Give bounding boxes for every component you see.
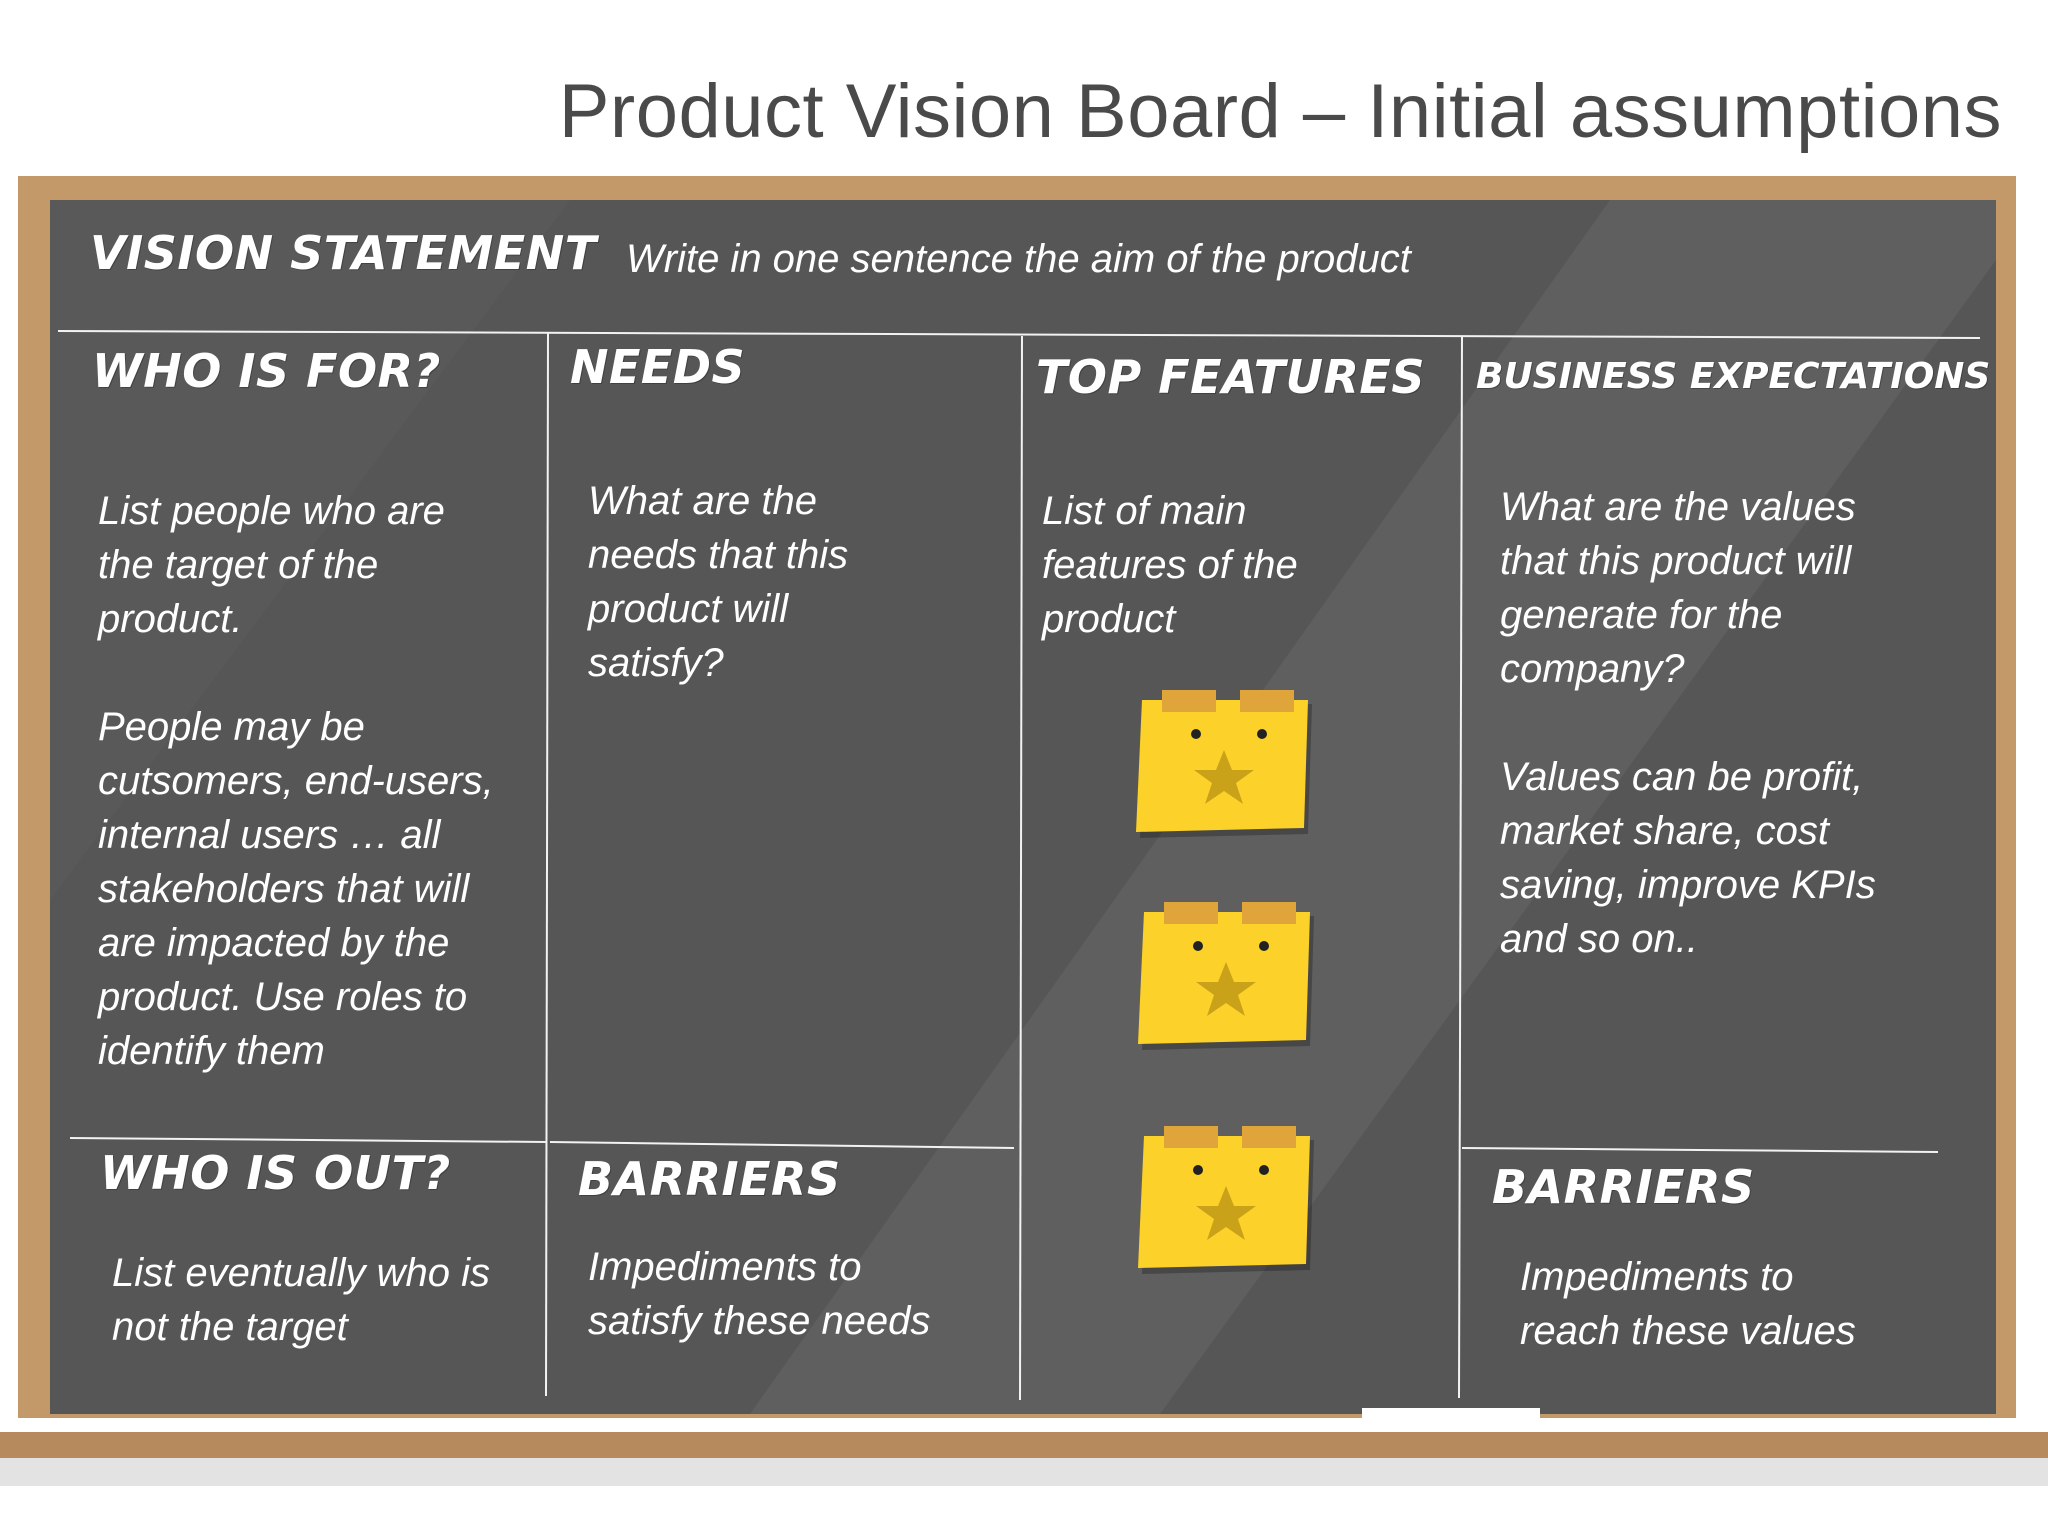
star-icon xyxy=(1196,1186,1256,1240)
business-expectations-heading: BUSINESS EXPECTATIONS xyxy=(1476,356,1991,397)
star-icon xyxy=(1196,962,1256,1016)
chalk-ledge xyxy=(0,1432,2048,1458)
who-is-out-heading: WHO IS OUT? xyxy=(100,1146,451,1200)
barriers-needs-heading: BARRIERS xyxy=(578,1152,841,1206)
business-expectations-text: What are the values that this product wi… xyxy=(1500,485,1876,961)
vision-statement-heading: VISION STATEMENT xyxy=(90,226,597,280)
sticky-note xyxy=(1136,690,1312,838)
chalkboard xyxy=(50,200,1996,1414)
top-features-text: List of main features of the product xyxy=(1042,489,1298,641)
barriers-values-text: Impediments to reach these values xyxy=(1520,1255,1856,1353)
board-sheen xyxy=(750,200,1996,1414)
top-features-heading: TOP FEATURES xyxy=(1036,350,1425,404)
needs-text: What are the needs that this product wil… xyxy=(588,479,849,685)
star-icon xyxy=(1194,750,1254,804)
ledge-shadow xyxy=(0,1458,2048,1486)
vision-statement-text: Write in one sentence the aim of the pro… xyxy=(626,237,1411,281)
chalk-piece xyxy=(1362,1408,1540,1432)
who-is-for-heading: WHO IS FOR? xyxy=(92,344,441,398)
barriers-needs-text: Impediments to satisfy these needs xyxy=(588,1245,931,1343)
page-title: Product Vision Board – Initial assumptio… xyxy=(558,69,2002,154)
who-is-for-text: List people who are the target of the pr… xyxy=(98,489,494,1073)
barriers-values-heading: BARRIERS xyxy=(1492,1160,1755,1214)
who-is-out-text: List eventually who is not the target xyxy=(112,1251,490,1349)
sticky-note xyxy=(1138,902,1314,1050)
needs-heading: NEEDS xyxy=(570,340,746,394)
sticky-note xyxy=(1138,1126,1314,1274)
